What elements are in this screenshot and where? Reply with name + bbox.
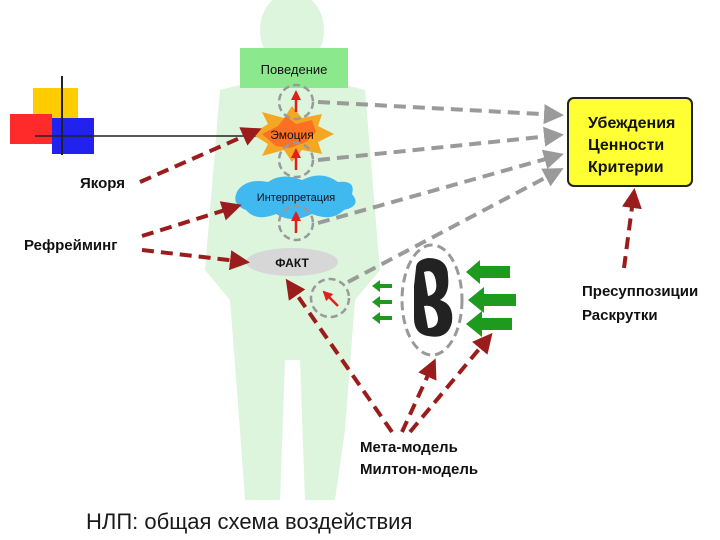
decorative-squares bbox=[10, 76, 262, 155]
gray-arrow bbox=[317, 149, 564, 225]
up-arrow-icon bbox=[322, 290, 339, 307]
emotion-star: Эмоция bbox=[252, 106, 334, 162]
transition-circles bbox=[277, 83, 351, 319]
gray-arrow bbox=[317, 126, 564, 162]
slide-caption: НЛП: общая схема воздействия bbox=[86, 509, 413, 534]
transition-circle bbox=[277, 204, 315, 242]
behavior-box: Поведение bbox=[240, 48, 348, 88]
interpretation-splash: Интерпретация bbox=[235, 175, 356, 219]
metamodel-label: Мета-модель bbox=[360, 439, 458, 456]
milton-model-label: Милтон-модель bbox=[360, 461, 478, 478]
fact-ellipse: ФАКТ bbox=[246, 248, 338, 276]
anchors-arrow bbox=[139, 127, 262, 184]
left-arrow-icon bbox=[372, 312, 392, 324]
transition-circle bbox=[309, 277, 351, 319]
presuppositions-arrow bbox=[621, 188, 642, 269]
anchors-label: Якоря bbox=[80, 175, 125, 192]
reframing-arrow-lower bbox=[141, 248, 250, 271]
gray-arrow bbox=[317, 100, 564, 125]
metaprogram-circle bbox=[400, 243, 464, 357]
left-arrow-icon bbox=[468, 287, 516, 313]
behavior-label: Поведение bbox=[261, 62, 328, 77]
transition-circle bbox=[277, 141, 315, 179]
interpretation-label: Интерпретация bbox=[257, 192, 335, 204]
values-label: Ценности bbox=[588, 137, 664, 154]
emotion-label: Эмоция bbox=[270, 128, 314, 142]
small-green-arrows bbox=[372, 280, 392, 324]
transition-circle bbox=[277, 83, 315, 121]
metamodel-arrow bbox=[400, 358, 437, 433]
big-green-arrows bbox=[466, 260, 516, 337]
face-profile-icon bbox=[414, 258, 453, 337]
unwinding-label: Раскрутки bbox=[582, 307, 658, 324]
metamodel-arrow bbox=[408, 332, 493, 434]
reframing-arrow-upper bbox=[141, 201, 242, 238]
reframing-label: Рефрейминг bbox=[24, 237, 117, 254]
beliefs-label: Убеждения bbox=[588, 115, 675, 132]
criteria-label: Критерии bbox=[588, 159, 664, 176]
gray-dashed-arrows bbox=[317, 100, 564, 284]
left-arrow-icon bbox=[466, 311, 512, 337]
red-up-arrows bbox=[291, 90, 339, 307]
gray-arrow bbox=[347, 168, 564, 284]
presuppositions-label: Пресуппозиции bbox=[582, 283, 698, 300]
left-arrow-icon bbox=[372, 296, 392, 308]
metamodel-arrow bbox=[285, 278, 394, 434]
beliefs-box: Убеждения Ценности Критерии bbox=[567, 97, 693, 187]
left-arrow-icon bbox=[372, 280, 392, 292]
left-arrow-icon bbox=[466, 260, 510, 284]
red-dashed-arrows bbox=[139, 127, 642, 434]
fact-label: ФАКТ bbox=[275, 256, 309, 270]
